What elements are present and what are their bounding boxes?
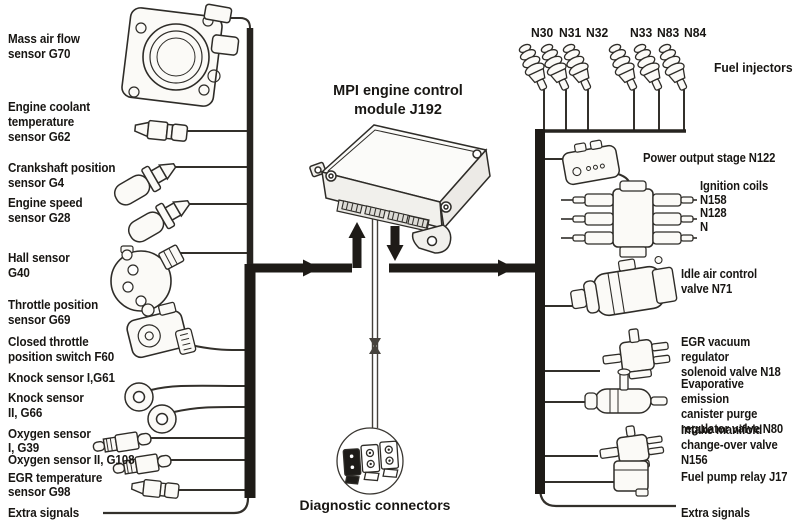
intake-valve-illustration	[599, 425, 665, 471]
label-ignition-coils: Ignition coils N158 N128 N	[700, 179, 769, 234]
label-mass-air-flow-sensor: Mass air flow sensor G70	[8, 32, 80, 61]
label-hall-sensor: Hall sensor G40	[8, 251, 70, 280]
label-egr-vacuum-regulator-valve: EGR vacuum regulator solenoid valve N18	[681, 335, 781, 379]
label-injector-n30: N30	[531, 25, 554, 40]
label-oxygen-sensor-2: Oxygen sensor II, G108	[8, 453, 135, 467]
label-knock-sensor-2: Knock sensor II, G66	[8, 391, 84, 420]
label-engine-speed-sensor: Engine speed sensor G28	[8, 196, 83, 225]
label-extra-signals-left: Extra signals	[8, 506, 80, 520]
diagnostic-wire	[369, 212, 381, 428]
knock-sensor-2-illustration	[147, 404, 177, 434]
label-throttle-position-sensor: Throttle position sensor G69	[8, 298, 99, 327]
label-evap-purge-valve: Evaporative emission canister purge regu…	[681, 377, 784, 436]
label-injector-n33: N33	[630, 25, 653, 40]
label-crankshaft-position-sensor: Crankshaft position sensor G4	[8, 161, 116, 190]
label-extra-signals-right: Extra signals	[681, 506, 750, 520]
main-bus-arrows	[253, 222, 536, 277]
ignition-coils-illustration	[561, 180, 697, 258]
label-power-output-stage: Power output stage N122	[643, 151, 776, 165]
label-engine-coolant-temp-sensor: Engine coolant temperature sensor G62	[8, 100, 91, 144]
power-output-stage-illustration	[561, 139, 621, 186]
diagnostic-connectors-illustration	[336, 427, 404, 495]
coolant-temp-sensor-illustration	[133, 118, 189, 144]
fuel-pump-relay-illustration	[613, 460, 649, 497]
label-injector-n32: N32	[586, 25, 609, 40]
ecu-module-illustration	[309, 124, 491, 254]
label-egr-temperature-sensor: EGR temperature sensor G98	[8, 471, 103, 499]
oxygen-sensor-1-illustration	[91, 429, 153, 457]
label-fuel-injectors: Fuel injectors	[714, 60, 793, 75]
label-oxygen-sensor-1: Oxygen sensor I, G39	[8, 427, 91, 455]
label-diagnostic-connectors: Diagnostic connectors	[299, 497, 451, 513]
throttle-position-sensor-illustration	[126, 301, 197, 359]
egr-vacuum-valve-illustration	[602, 328, 671, 380]
crankshaft-sensor-illustration	[109, 153, 182, 212]
hall-sensor-illustration	[110, 244, 185, 317]
label-idle-air-control-valve: Idle air control valve N71	[681, 267, 758, 296]
idle-air-valve-illustration	[570, 255, 678, 317]
label-fuel-pump-relay: Fuel pump relay J17	[681, 470, 788, 484]
label-intake-manifold-valve: Intake manifold change-over valve N156	[681, 423, 778, 467]
wiring-harness-right	[535, 88, 686, 508]
label-injector-n84: N84	[684, 25, 707, 40]
knock-sensor-1-illustration	[124, 382, 154, 412]
label-knock-sensor-1: Knock sensor I,G61	[8, 371, 115, 385]
label-injector-n31: N31	[559, 25, 582, 40]
maf-sensor-illustration	[121, 3, 240, 107]
module-title: MPI engine control module J192	[333, 83, 463, 118]
label-closed-throttle-switch: Closed throttle position switch F60	[8, 335, 115, 364]
label-injector-n83: N83	[657, 25, 680, 40]
evap-valve-illustration	[584, 368, 668, 414]
egr-temp-sensor-illustration	[130, 477, 181, 500]
